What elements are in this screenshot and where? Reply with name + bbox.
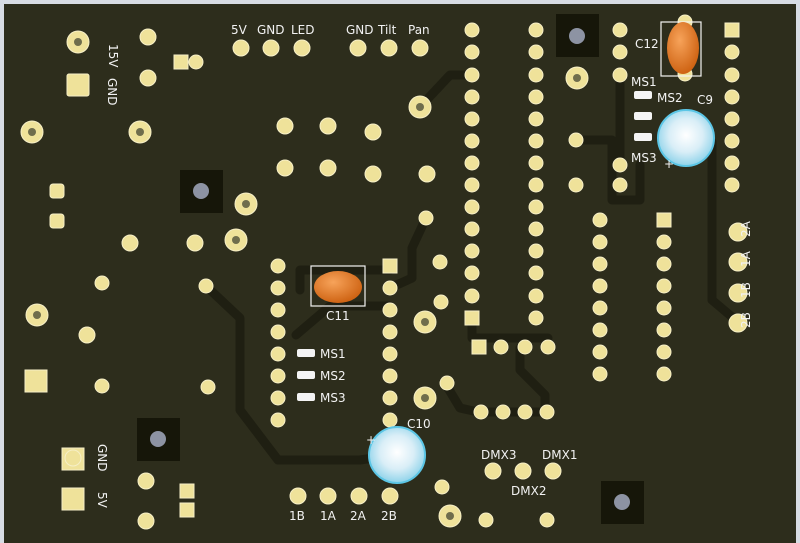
label-side-2b: 2B: [739, 312, 753, 328]
capacitor-c9: [657, 109, 715, 167]
through-hole-pads: [20, 14, 748, 530]
label-hdr-pan: Pan: [408, 23, 430, 37]
label-hdr-led: LED: [291, 23, 315, 37]
label-5v-bottom: 5V: [95, 492, 109, 509]
label-ms2-mid: MS2: [320, 369, 346, 383]
label-dmx2: DMX2: [511, 484, 546, 498]
label-hdr-tilt: Tilt: [377, 23, 397, 37]
capacitor-c11: [310, 265, 366, 307]
label-c9: C9: [697, 93, 713, 107]
label-side-1b: 1B: [739, 282, 753, 298]
label-dmx3: DMX3: [481, 448, 516, 462]
label-plus-c10: +: [366, 433, 376, 447]
label-c10: C10: [407, 417, 431, 431]
label-dmx1: DMX1: [542, 448, 577, 462]
label-hdr-5v: 5V: [231, 23, 248, 37]
label-c11: C11: [326, 309, 350, 323]
label-2a: 2A: [350, 509, 367, 523]
label-ms1-right: MS1: [631, 75, 657, 89]
copper-traces: [201, 70, 743, 465]
drill-holes: [28, 38, 581, 520]
label-gnd-top: GND: [105, 78, 119, 106]
label-1a: 1A: [320, 509, 337, 523]
label-c12: C12: [635, 37, 659, 51]
label-2b: 2B: [381, 509, 397, 523]
label-1b: 1B: [289, 509, 305, 523]
label-ms2-right: MS2: [657, 91, 683, 105]
label-15v: 15V: [106, 44, 120, 68]
label-side-2a: 2A: [739, 220, 753, 237]
label-side-1a: 1A: [739, 250, 753, 267]
label-ms3-mid: MS3: [320, 391, 346, 405]
label-ms1-mid: MS1: [320, 347, 346, 361]
mounting-holes: [137, 14, 644, 524]
label-ms3-right: MS3: [631, 151, 657, 165]
smd-jumpers: [297, 91, 652, 401]
capacitor-c10: [368, 426, 426, 484]
label-gnd-bottom: GND: [95, 444, 109, 472]
capacitor-c12: [660, 21, 702, 77]
label-hdr-gnd: GND: [257, 23, 285, 37]
label-plus-c9: +: [664, 157, 674, 171]
label-hdr-gnd2: GND: [346, 23, 374, 37]
silkscreen: 15V GND 5V GND LED GND Tilt Pan C12 C9 M…: [95, 23, 753, 523]
